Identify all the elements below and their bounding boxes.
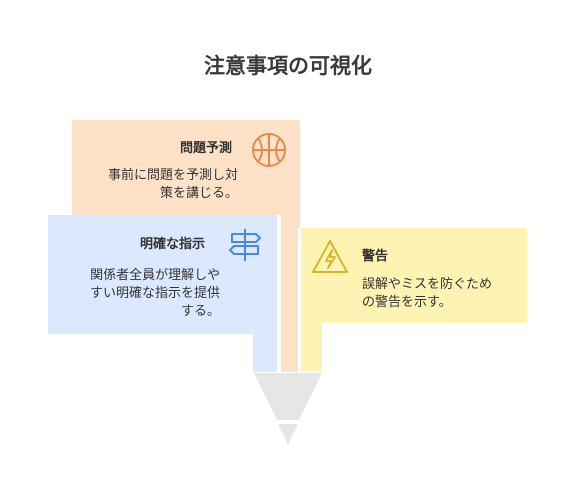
clear-heading: 明確な指示 bbox=[140, 237, 206, 252]
separator bbox=[298, 228, 301, 372]
separator bbox=[300, 120, 530, 228]
warning-heading: 警告 bbox=[362, 249, 389, 264]
separator bbox=[253, 334, 277, 372]
separator bbox=[277, 215, 281, 372]
basketball-icon bbox=[252, 133, 286, 167]
signpost-icon bbox=[229, 229, 261, 261]
predict-heading: 問題予測 bbox=[180, 141, 233, 156]
separator bbox=[48, 334, 253, 374]
page-title: 注意事項の可視化 bbox=[204, 54, 372, 78]
separator bbox=[322, 323, 528, 373]
predict-description: 事前に問題を予測し対 策を講じる。 bbox=[107, 168, 238, 201]
funnel-shape bbox=[254, 373, 322, 445]
lightning-warning-icon bbox=[312, 240, 348, 273]
clear-description: 関係者全員が理解しや すい明確な指示を提供 する。 bbox=[89, 268, 220, 319]
warning-description: 誤解やミスを防ぐため の警告を示す。 bbox=[362, 277, 493, 310]
